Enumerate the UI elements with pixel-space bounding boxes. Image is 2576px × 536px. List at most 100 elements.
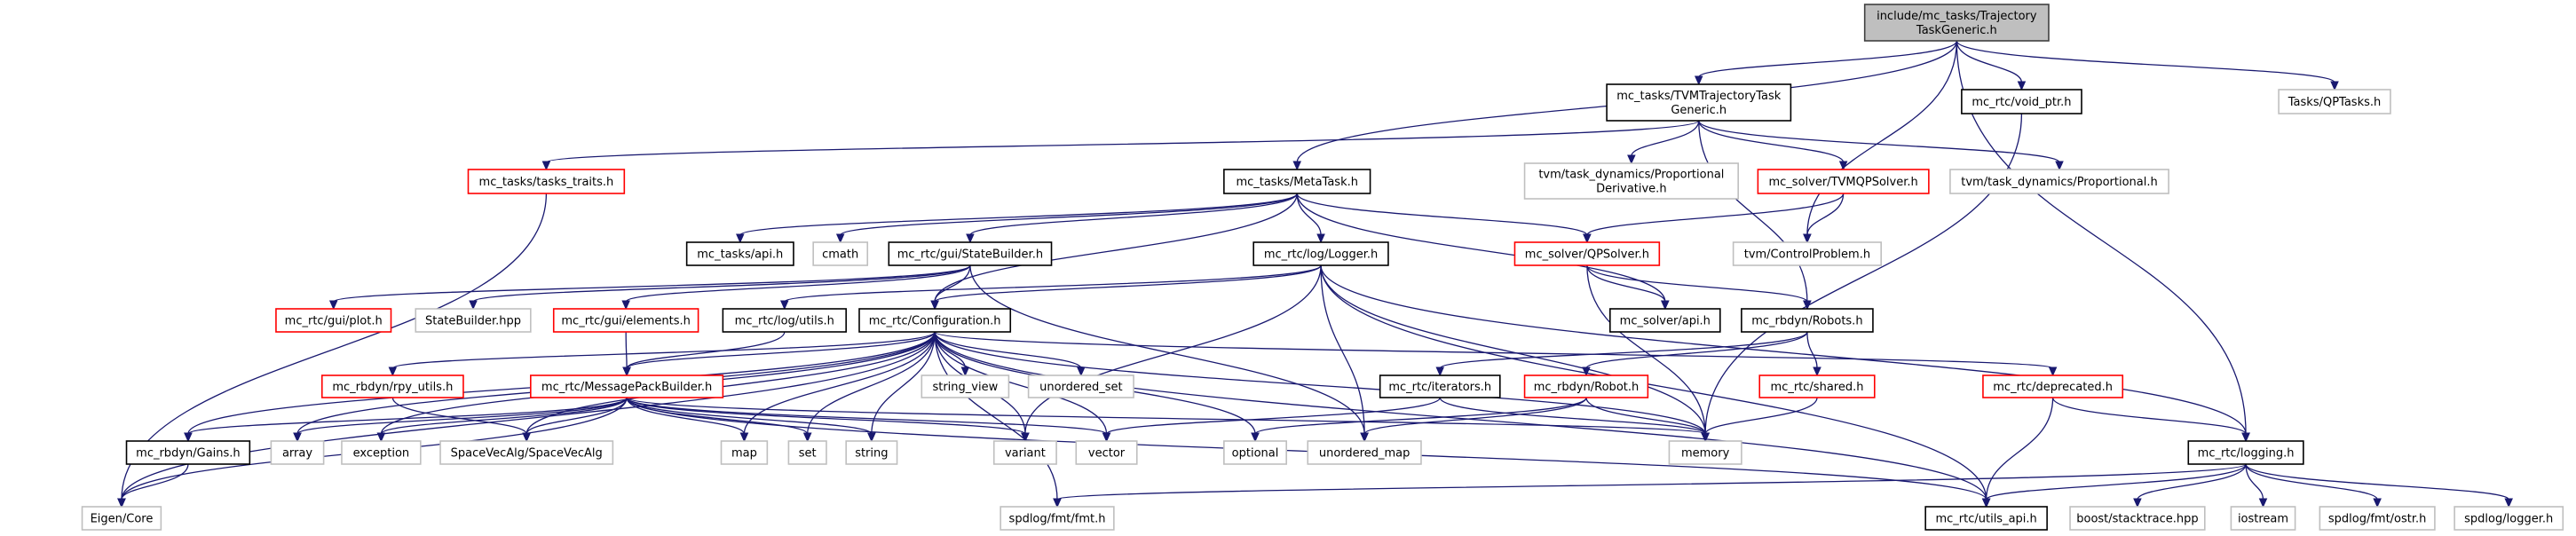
node-string-view: string_view bbox=[921, 374, 1010, 398]
node-label: tvm/task_dynamics/Proportional.h bbox=[1961, 176, 2157, 189]
edge-statebuilder-to-plot bbox=[333, 264, 971, 303]
node-gains[interactable]: mc_rbdyn/Gains.h bbox=[125, 440, 251, 465]
node-box bbox=[530, 374, 724, 398]
node-metatask[interactable]: mc_tasks/MetaTask.h bbox=[1223, 169, 1371, 194]
node-box bbox=[1924, 506, 2048, 531]
arrowhead-statebuilder-to-statebuilder_hpp bbox=[469, 300, 478, 311]
edge-tvmqpsolver-to-controlproblem bbox=[1806, 193, 1845, 236]
node-utils-api[interactable]: mc_rtc/utils_api.h bbox=[1924, 506, 2048, 531]
node-variant: variant bbox=[992, 440, 1057, 465]
edge-msgpack-to-memory bbox=[626, 397, 1706, 435]
node-statebuilder[interactable]: mc_rtc/gui/StateBuilder.h bbox=[888, 241, 1053, 266]
node-exception: exception bbox=[341, 440, 422, 465]
arrowhead-logging-to-iostream bbox=[2258, 498, 2268, 508]
node-log-utils[interactable]: mc_rtc/log/utils.h bbox=[722, 308, 847, 333]
arrowhead-msgpack-to-exception bbox=[376, 432, 386, 443]
node-box bbox=[1949, 169, 2169, 194]
node-spdlog-logger: spdlog/logger.h bbox=[2454, 506, 2564, 531]
node-box bbox=[812, 241, 869, 266]
node-label: mc_tasks/TVMTrajectoryTask bbox=[1616, 90, 1782, 103]
edge-configuration-to-utils_api bbox=[934, 331, 1987, 501]
node-logging[interactable]: mc_rtc/logging.h bbox=[2187, 440, 2304, 465]
node-logger[interactable]: mc_rtc/log/Logger.h bbox=[1252, 241, 1389, 266]
node-qpsolver[interactable]: mc_solver/QPSolver.h bbox=[1513, 241, 1661, 266]
node-memory: memory bbox=[1668, 440, 1742, 465]
node-label: StateBuilder.hpp bbox=[425, 315, 521, 328]
edge-deprecated-to-utils_api bbox=[1986, 397, 2054, 501]
node-label: iostream bbox=[2238, 513, 2288, 526]
arrowhead-logging-to-stacktrace bbox=[2133, 498, 2142, 508]
arrowhead-configuration-to-string_view bbox=[960, 367, 970, 377]
edge-configuration-to-unordered_set bbox=[934, 331, 1082, 369]
node-solver-api[interactable]: mc_solver/api.h bbox=[1609, 308, 1721, 333]
arrowhead-logging-to-fmt bbox=[1053, 498, 1062, 508]
node-map: map bbox=[720, 440, 769, 465]
node-iostream: iostream bbox=[2230, 506, 2296, 531]
arrowhead-msgpack-to-string bbox=[867, 432, 876, 443]
node-label: mc_rtc/deprecated.h bbox=[1993, 381, 2113, 394]
node-box bbox=[341, 440, 422, 465]
edge-root-to-logging bbox=[1956, 40, 2247, 435]
arrowhead-configuration-to-unordered_set bbox=[1077, 367, 1086, 377]
arrowhead-root-to-tvm_traj bbox=[1694, 75, 1703, 86]
arrowhead-logger-to-configuration bbox=[930, 300, 939, 311]
edge-root-to-tvm_traj bbox=[1698, 40, 1957, 78]
node-plot[interactable]: mc_rtc/gui/plot.h bbox=[275, 308, 392, 333]
node-label: set bbox=[799, 447, 817, 461]
node-label: mc_solver/api.h bbox=[1620, 315, 1711, 328]
edge-statebuilder-to-statebuilder_hpp bbox=[472, 264, 971, 303]
node-label: memory bbox=[1681, 447, 1730, 461]
node-label: mc_solver/QPSolver.h bbox=[1525, 248, 1649, 262]
arrowhead-robots-to-shared bbox=[1813, 367, 1821, 377]
arrowhead-root-to-qptasks bbox=[2330, 81, 2339, 91]
edge-root-to-void_ptr bbox=[1956, 40, 2023, 83]
node-label: mc_tasks/tasks_traits.h bbox=[479, 176, 614, 189]
node-robots[interactable]: mc_rbdyn/Robots.h bbox=[1741, 308, 1874, 333]
node-robot[interactable]: mc_rbdyn/Robot.h bbox=[1523, 374, 1649, 398]
edge-msgpack-to-spacevecalg bbox=[525, 397, 628, 435]
node-tasks-api[interactable]: mc_tasks/api.h bbox=[685, 241, 794, 266]
arrowhead-tvm_traj-to-tasks_traits bbox=[541, 161, 551, 171]
arrowhead-qpsolver-to-solver_api bbox=[1661, 300, 1670, 311]
arrowhead-logging-to-ostr bbox=[2373, 498, 2382, 508]
node-void-ptr[interactable]: mc_rtc/void_ptr.h bbox=[1961, 89, 2082, 114]
node-configuration[interactable]: mc_rtc/Configuration.h bbox=[858, 308, 1012, 333]
node-label: mc_rtc/void_ptr.h bbox=[1972, 96, 2071, 109]
arrowhead-metatask-to-logger bbox=[1316, 233, 1325, 244]
edge-logger-to-utils_api bbox=[1320, 264, 1987, 501]
node-shared[interactable]: mc_rtc/shared.h bbox=[1758, 374, 1876, 398]
node-tasks-traits[interactable]: mc_tasks/tasks_traits.h bbox=[467, 169, 626, 194]
node-iterators[interactable]: mc_rtc/iterators.h bbox=[1379, 374, 1501, 398]
arrowhead-metatask-to-tasks_api bbox=[736, 233, 745, 244]
edge-robots-to-iterators bbox=[1439, 331, 1808, 369]
arrowhead-msgpack-to-variant bbox=[1021, 432, 1030, 443]
node-msgpack[interactable]: mc_rtc/MessagePackBuilder.h bbox=[530, 374, 724, 398]
node-box bbox=[787, 440, 827, 465]
node-label: spdlog/fmt/ostr.h bbox=[2328, 513, 2427, 526]
node-tvmqpsolver[interactable]: mc_solver/TVMQPSolver.h bbox=[1757, 169, 1930, 194]
node-box bbox=[1606, 83, 1792, 122]
edge-logging-to-stacktrace bbox=[2137, 463, 2247, 501]
edge-logger-to-variant bbox=[1024, 264, 1322, 435]
node-box bbox=[552, 308, 699, 333]
node-rpy-utils[interactable]: mc_rbdyn/rpy_utils.h bbox=[320, 374, 464, 398]
node-deprecated[interactable]: mc_rtc/deprecated.h bbox=[1982, 374, 2124, 398]
edge-robots-to-robot bbox=[1585, 331, 1808, 369]
node-box bbox=[888, 241, 1053, 266]
arrowhead-robots-to-iterators bbox=[1435, 367, 1445, 377]
node-label: cmath bbox=[822, 248, 858, 262]
node-box bbox=[1609, 308, 1721, 333]
edge-iterators-to-vector bbox=[1105, 397, 1441, 435]
edge-metatask-to-qpsolver bbox=[1296, 193, 1588, 236]
node-box bbox=[1732, 241, 1882, 266]
node-label: exception bbox=[353, 447, 410, 461]
arrowhead-logger-to-log_utils bbox=[779, 300, 789, 311]
node-label: mc_tasks/MetaTask.h bbox=[1236, 176, 1358, 189]
edge-logging-to-ostr bbox=[2245, 463, 2378, 501]
node-label: mc_rtc/logging.h bbox=[2198, 447, 2295, 461]
node-label: mc_rbdyn/Gains.h bbox=[136, 447, 241, 461]
node-elements[interactable]: mc_rtc/gui/elements.h bbox=[552, 308, 699, 333]
